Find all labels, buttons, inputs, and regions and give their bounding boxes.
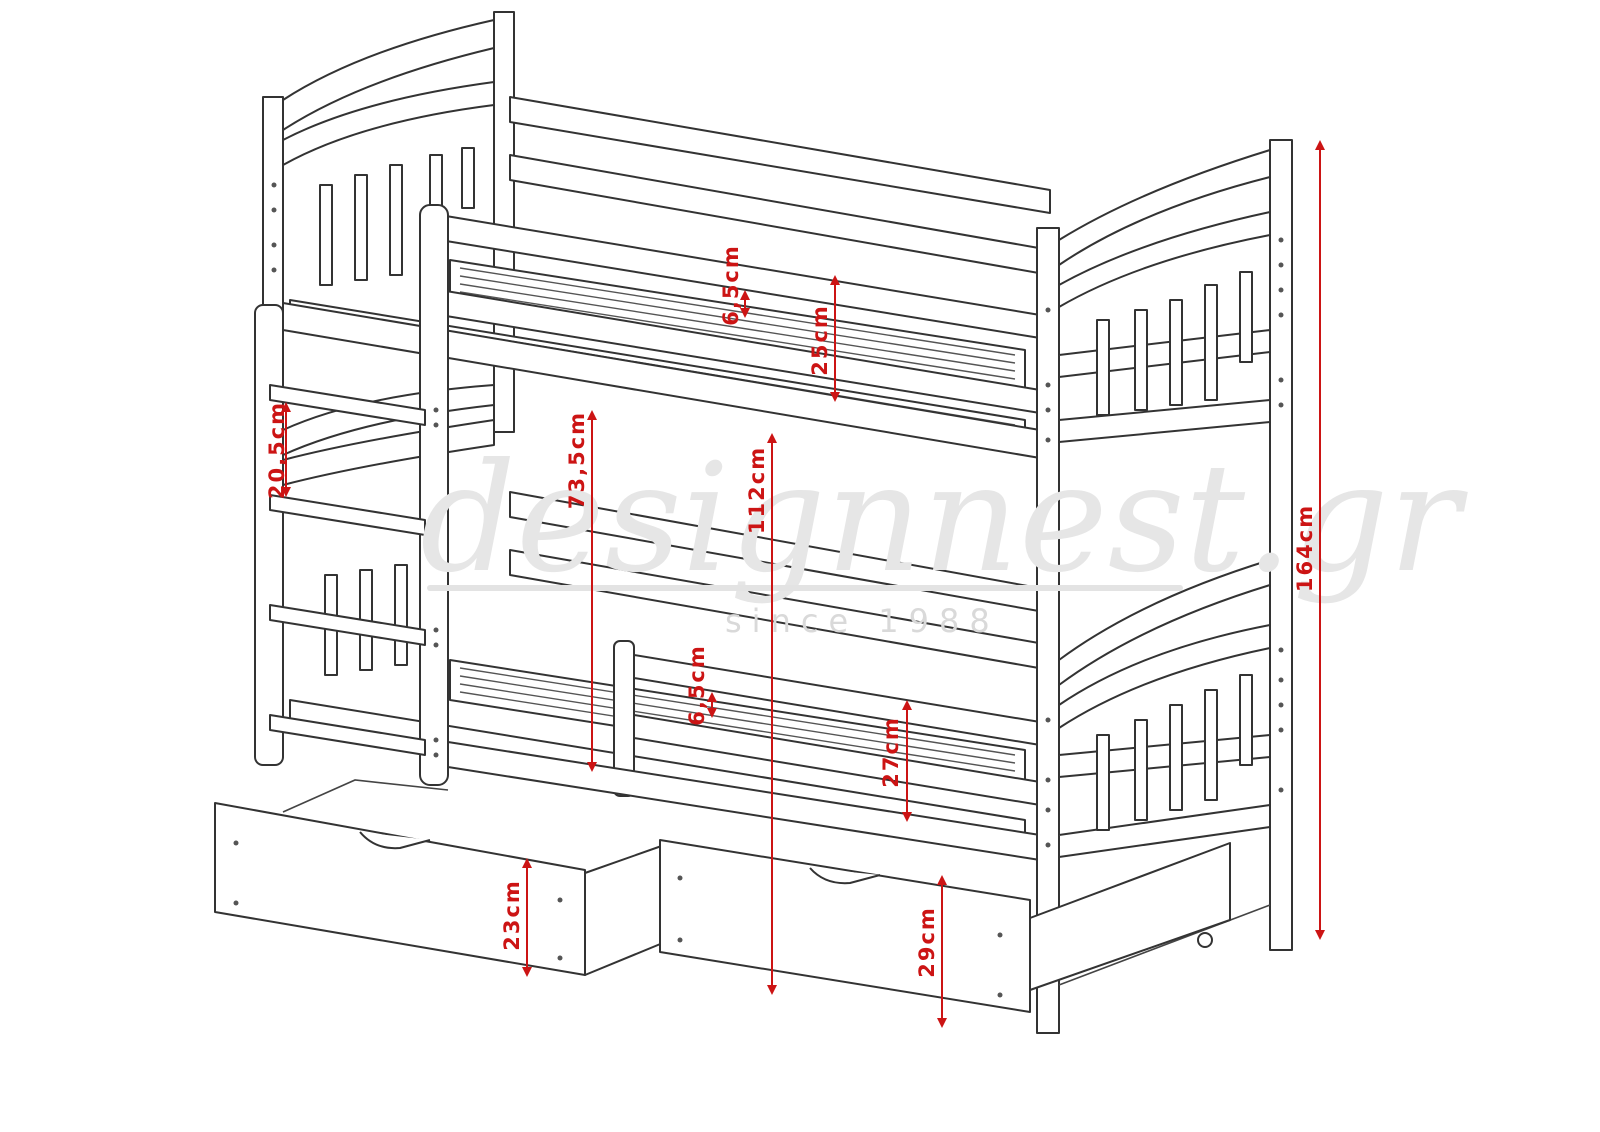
top-guard-rails [282, 214, 1041, 459]
watermark-tagline: since 1988 [725, 602, 1000, 640]
drawer-wheel [1197, 932, 1213, 948]
arrow-down-icon [1315, 930, 1325, 940]
ladder-right-stile [419, 204, 449, 786]
dimension-label: 27cm [879, 716, 903, 788]
right-top-rail-1 [1058, 149, 1271, 266]
arrow-up-icon [522, 858, 532, 868]
watermark-brand: designnest.gr [420, 432, 1469, 606]
dimension-top-mattress-height: 25cm [808, 275, 840, 402]
dimension-drawer-front-height: 23cm [500, 858, 532, 977]
ladder-left-stile [254, 304, 284, 766]
right-bottom-rail-1 [1058, 559, 1271, 686]
arrow-up-icon [587, 410, 597, 420]
right-top-rail-2 [1058, 211, 1271, 308]
dimension-rail-gap-bottom: 6,5cm [685, 644, 717, 726]
drawer-right-front [659, 839, 1031, 1013]
right-top-spindles [1096, 271, 1253, 416]
arrow-up-icon [1315, 140, 1325, 150]
arrow-up-icon [740, 290, 750, 300]
dimension-rail-gap-top: 6,5cm [719, 244, 750, 326]
ladder-step-4 [269, 714, 426, 756]
ladder-step-3 [269, 604, 426, 646]
right-bottom-spindles [1096, 674, 1253, 831]
arrow-down-icon [587, 762, 597, 772]
arrow-down-icon [937, 1018, 947, 1028]
left-headboard-second-rail [282, 81, 495, 166]
arrow-up-icon [281, 402, 291, 412]
dimension-label: 6,5cm [685, 644, 709, 726]
right-post-holes [1045, 237, 1284, 848]
right-front-post [1036, 227, 1060, 1034]
arrow-down-icon [522, 967, 532, 977]
dimension-label: 23cm [500, 879, 524, 951]
arrow-down-icon [767, 985, 777, 995]
drawer-right [659, 839, 1231, 1013]
dimension-label: 73,5cm [565, 411, 589, 509]
dimension-label: 164cm [1293, 504, 1317, 592]
ladder-step-2 [269, 494, 426, 536]
left-headboard-top-rail [282, 19, 495, 131]
right-back-post [1269, 139, 1293, 951]
arrow-down-icon [902, 812, 912, 822]
arrow-down-icon [707, 708, 717, 718]
drawer-left [214, 779, 671, 976]
dimension-label: 112cm [745, 446, 769, 534]
arrow-down-icon [830, 392, 840, 402]
dimension-total-height: 164cm [1293, 140, 1325, 940]
dimension-ladder-step-spacing: 20,5cm [265, 401, 291, 499]
ladder [254, 204, 449, 786]
dimension-between-bunks: 73,5cm [565, 410, 597, 772]
arrow-down-icon [281, 487, 291, 497]
left-post-holes [271, 182, 277, 273]
dimension-drawer-height: 29cm [915, 875, 947, 1028]
left-headboard [262, 11, 515, 758]
dimension-top-bunk-height: 112cm [745, 433, 777, 995]
back-side-rails [509, 96, 1051, 671]
arrow-up-icon [830, 275, 840, 285]
bottom-guard [447, 640, 1041, 861]
dimension-label: 25cm [808, 304, 832, 376]
dimension-label: 20,5cm [265, 401, 289, 499]
arrow-up-icon [707, 692, 717, 702]
right-footboard [1036, 139, 1293, 1034]
drawer-left-front [214, 802, 586, 976]
dimension-label: 6,5cm [719, 244, 743, 326]
right-bottom-rail-2 [1058, 624, 1271, 729]
dimension-label: 29cm [915, 906, 939, 978]
arrow-up-icon [767, 433, 777, 443]
arrow-up-icon [902, 700, 912, 710]
left-headboard-spindles [319, 147, 475, 286]
watermark: designnest.gr since 1988 [420, 432, 1469, 640]
ladder-step-1 [269, 384, 426, 426]
dimension-lines: 6,5cm 25cm 20,5cm 73,5cm 112cm 164cm 6,5cm 27cm… [265, 140, 1325, 1028]
dimension-bottom-mattress-height: 27cm [879, 700, 912, 822]
arrow-up-icon [937, 875, 947, 885]
arrow-down-icon [740, 308, 750, 318]
